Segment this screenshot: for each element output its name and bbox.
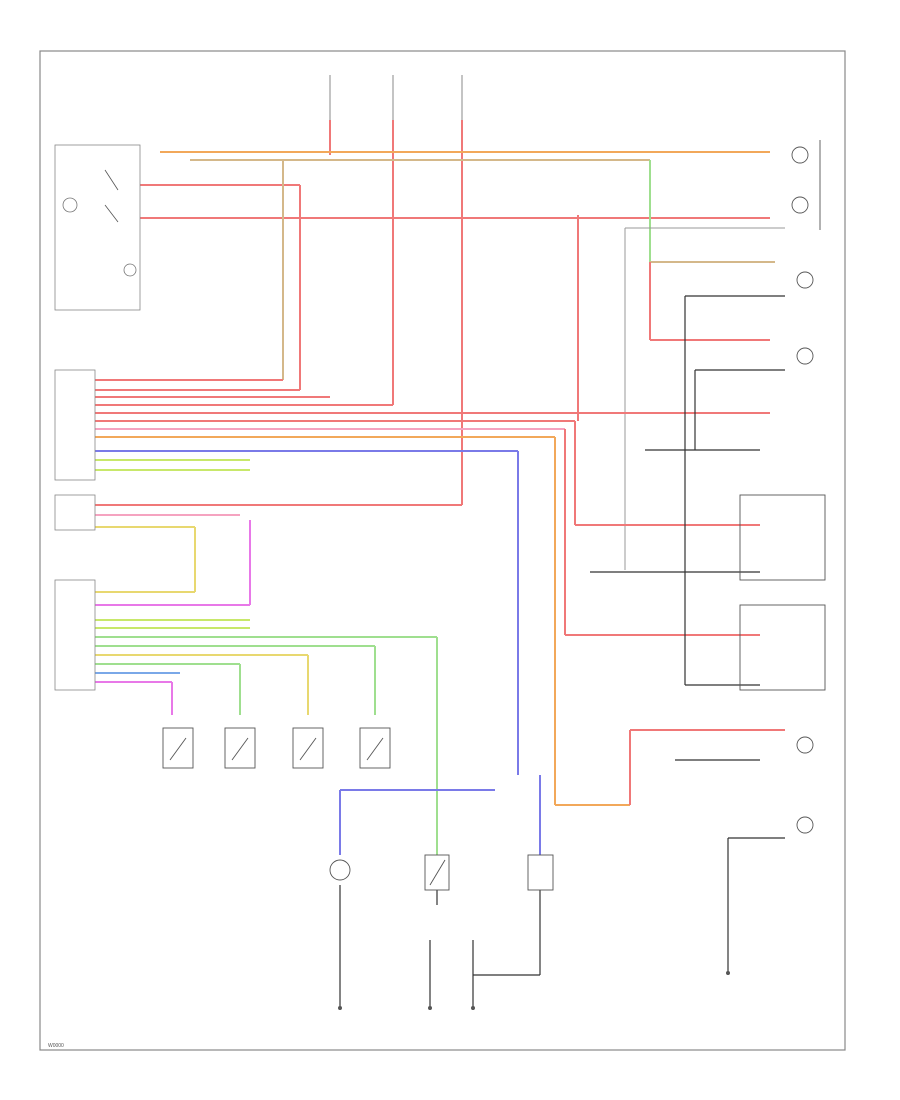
luggage-lamp-right — [527, 854, 554, 891]
rear-lamp-unit-top — [791, 140, 821, 230]
lamp-right-3 — [796, 736, 814, 754]
door-switch-row — [162, 727, 391, 769]
control-module-lower — [54, 579, 96, 691]
door-switch-right-upper — [739, 494, 826, 581]
luggage-lamp-left — [329, 859, 351, 881]
diagram-footer-code: W0000 — [48, 1043, 64, 1049]
lamp-right-4 — [796, 816, 814, 834]
luggage-switch-center — [424, 854, 450, 891]
lamp-right-2 — [796, 347, 814, 365]
front-lamp-switch-box — [54, 144, 141, 311]
lamp-right-1 — [796, 271, 814, 289]
control-module-upper — [54, 369, 96, 531]
ground-symbol — [338, 971, 730, 1010]
door-switch-right-lower — [739, 604, 826, 691]
diagram-border — [39, 50, 846, 1051]
